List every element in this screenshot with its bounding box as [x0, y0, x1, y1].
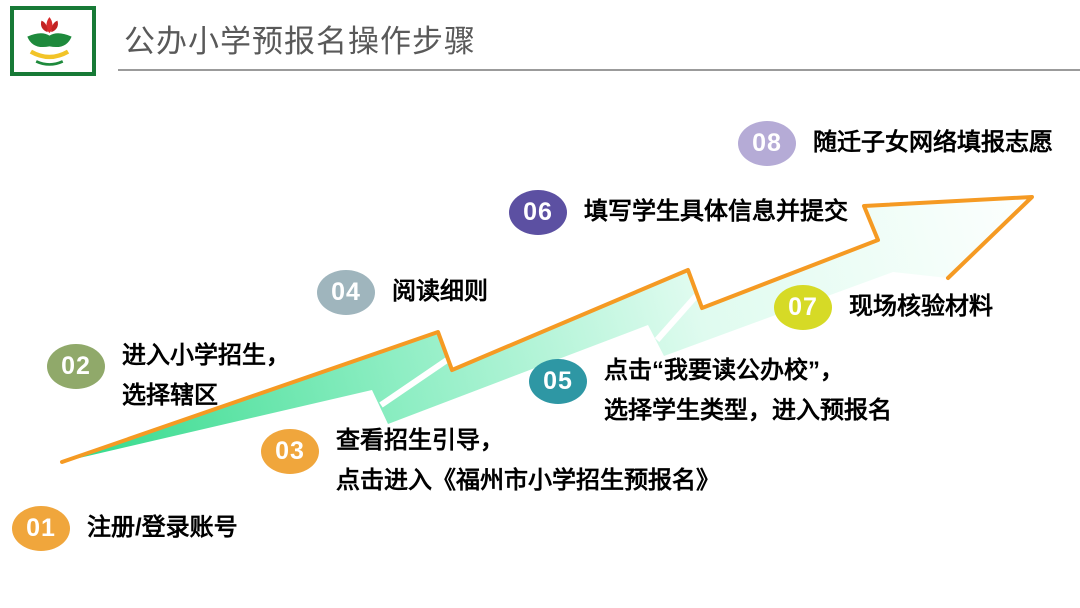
step-01-text-line1: 注册/登录账号 — [87, 514, 238, 541]
school-logo-emblem — [27, 17, 72, 66]
step-05-text-line2: 选择学生类型，进入预报名 — [604, 397, 892, 424]
step-07-label: 现场核验材料 — [849, 287, 993, 327]
step-04-label: 阅读细则 — [392, 272, 488, 312]
step-05: 05 点击“我要读公办校”， 选择学生类型，进入预报名 — [529, 357, 892, 431]
ribbon-break-1 — [379, 357, 449, 408]
step-04: 04 阅读细则 — [317, 270, 488, 315]
step-03-text-line2: 点击进入《福州市小学招生预报名》 — [336, 467, 720, 494]
step-08-label: 随迁子女网络填报志愿 — [813, 123, 1053, 163]
step-05-label: 点击“我要读公办校”， 选择学生类型，进入预报名 — [604, 351, 892, 431]
school-logo — [10, 6, 96, 76]
step-07: 07 现场核验材料 — [774, 285, 993, 330]
step-06: 06 填写学生具体信息并提交 — [509, 190, 848, 235]
step-03-text-line1: 查看招生引导， — [336, 427, 504, 454]
step-06-badge: 06 — [509, 190, 567, 235]
step-03-label: 查看招生引导， 点击进入《福州市小学招生预报名》 — [336, 421, 720, 501]
logo-flower-petal — [51, 20, 58, 33]
step-03-badge: 03 — [261, 429, 319, 474]
step-01-badge: 01 — [12, 506, 70, 551]
step-06-text-line1: 填写学生具体信息并提交 — [584, 198, 848, 225]
logo-flower-petal — [40, 20, 48, 33]
ribbon-break-2 — [654, 294, 699, 342]
header-divider — [118, 69, 1080, 71]
step-04-badge: 04 — [317, 270, 375, 315]
page-title: 公办小学预报名操作步骤 — [124, 24, 476, 59]
step-07-text-line1: 现场核验材料 — [849, 293, 993, 320]
step-05-text-line1: 点击“我要读公办校”， — [604, 357, 844, 384]
logo-yellow-arc — [29, 49, 70, 60]
step-05-badge: 05 — [529, 359, 587, 404]
logo-flower-petal — [46, 17, 53, 34]
step-02-badge: 02 — [47, 344, 105, 389]
step-06-label: 填写学生具体信息并提交 — [584, 192, 848, 232]
logo-leaves — [27, 33, 72, 48]
step-01: 01 注册/登录账号 — [12, 506, 238, 551]
step-01-label: 注册/登录账号 — [87, 508, 238, 548]
step-07-badge: 07 — [774, 285, 832, 330]
step-02-label: 进入小学招生， 选择辖区 — [122, 336, 290, 416]
arrow-ribbon — [62, 197, 1032, 462]
logo-text-arc — [35, 60, 64, 66]
step-08-text-line1: 随迁子女网络填报志愿 — [813, 129, 1053, 156]
step-02: 02 进入小学招生， 选择辖区 — [47, 342, 290, 416]
step-04-text-line1: 阅读细则 — [392, 278, 488, 305]
step-08-badge: 08 — [738, 121, 796, 166]
arrow-orange-edge — [60, 195, 1034, 464]
step-03: 03 查看招生引导， 点击进入《福州市小学招生预报名》 — [261, 427, 720, 501]
step-02-text-line2: 选择辖区 — [122, 382, 218, 409]
step-08: 08 随迁子女网络填报志愿 — [738, 121, 1053, 166]
step-02-text-line1: 进入小学招生， — [122, 342, 290, 369]
